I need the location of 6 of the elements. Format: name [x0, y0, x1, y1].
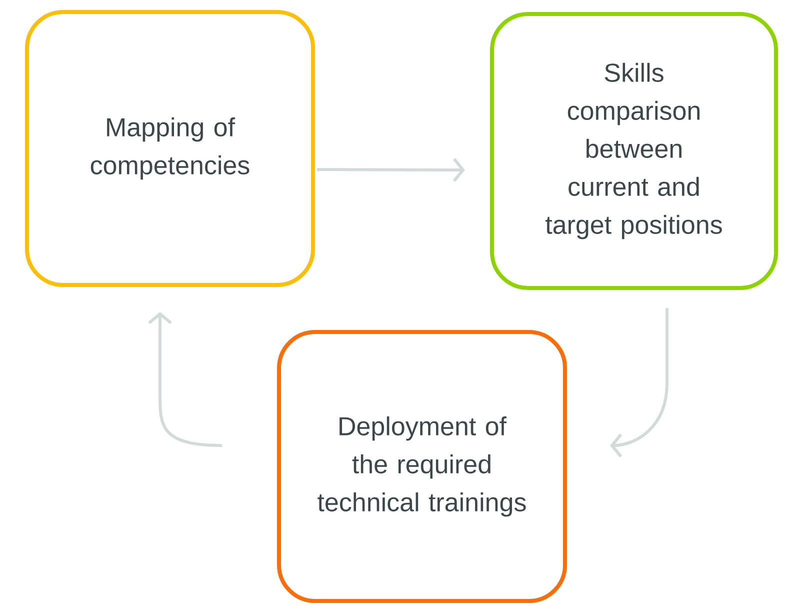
arrow — [317, 158, 465, 182]
arrow — [148, 312, 222, 447]
process-box: Skills comparison between current and target positions — [490, 12, 778, 290]
process-box: Mapping of competencies — [25, 10, 315, 287]
process-box: Deployment of the required technical trainings — [277, 330, 567, 603]
arrow — [610, 308, 668, 458]
